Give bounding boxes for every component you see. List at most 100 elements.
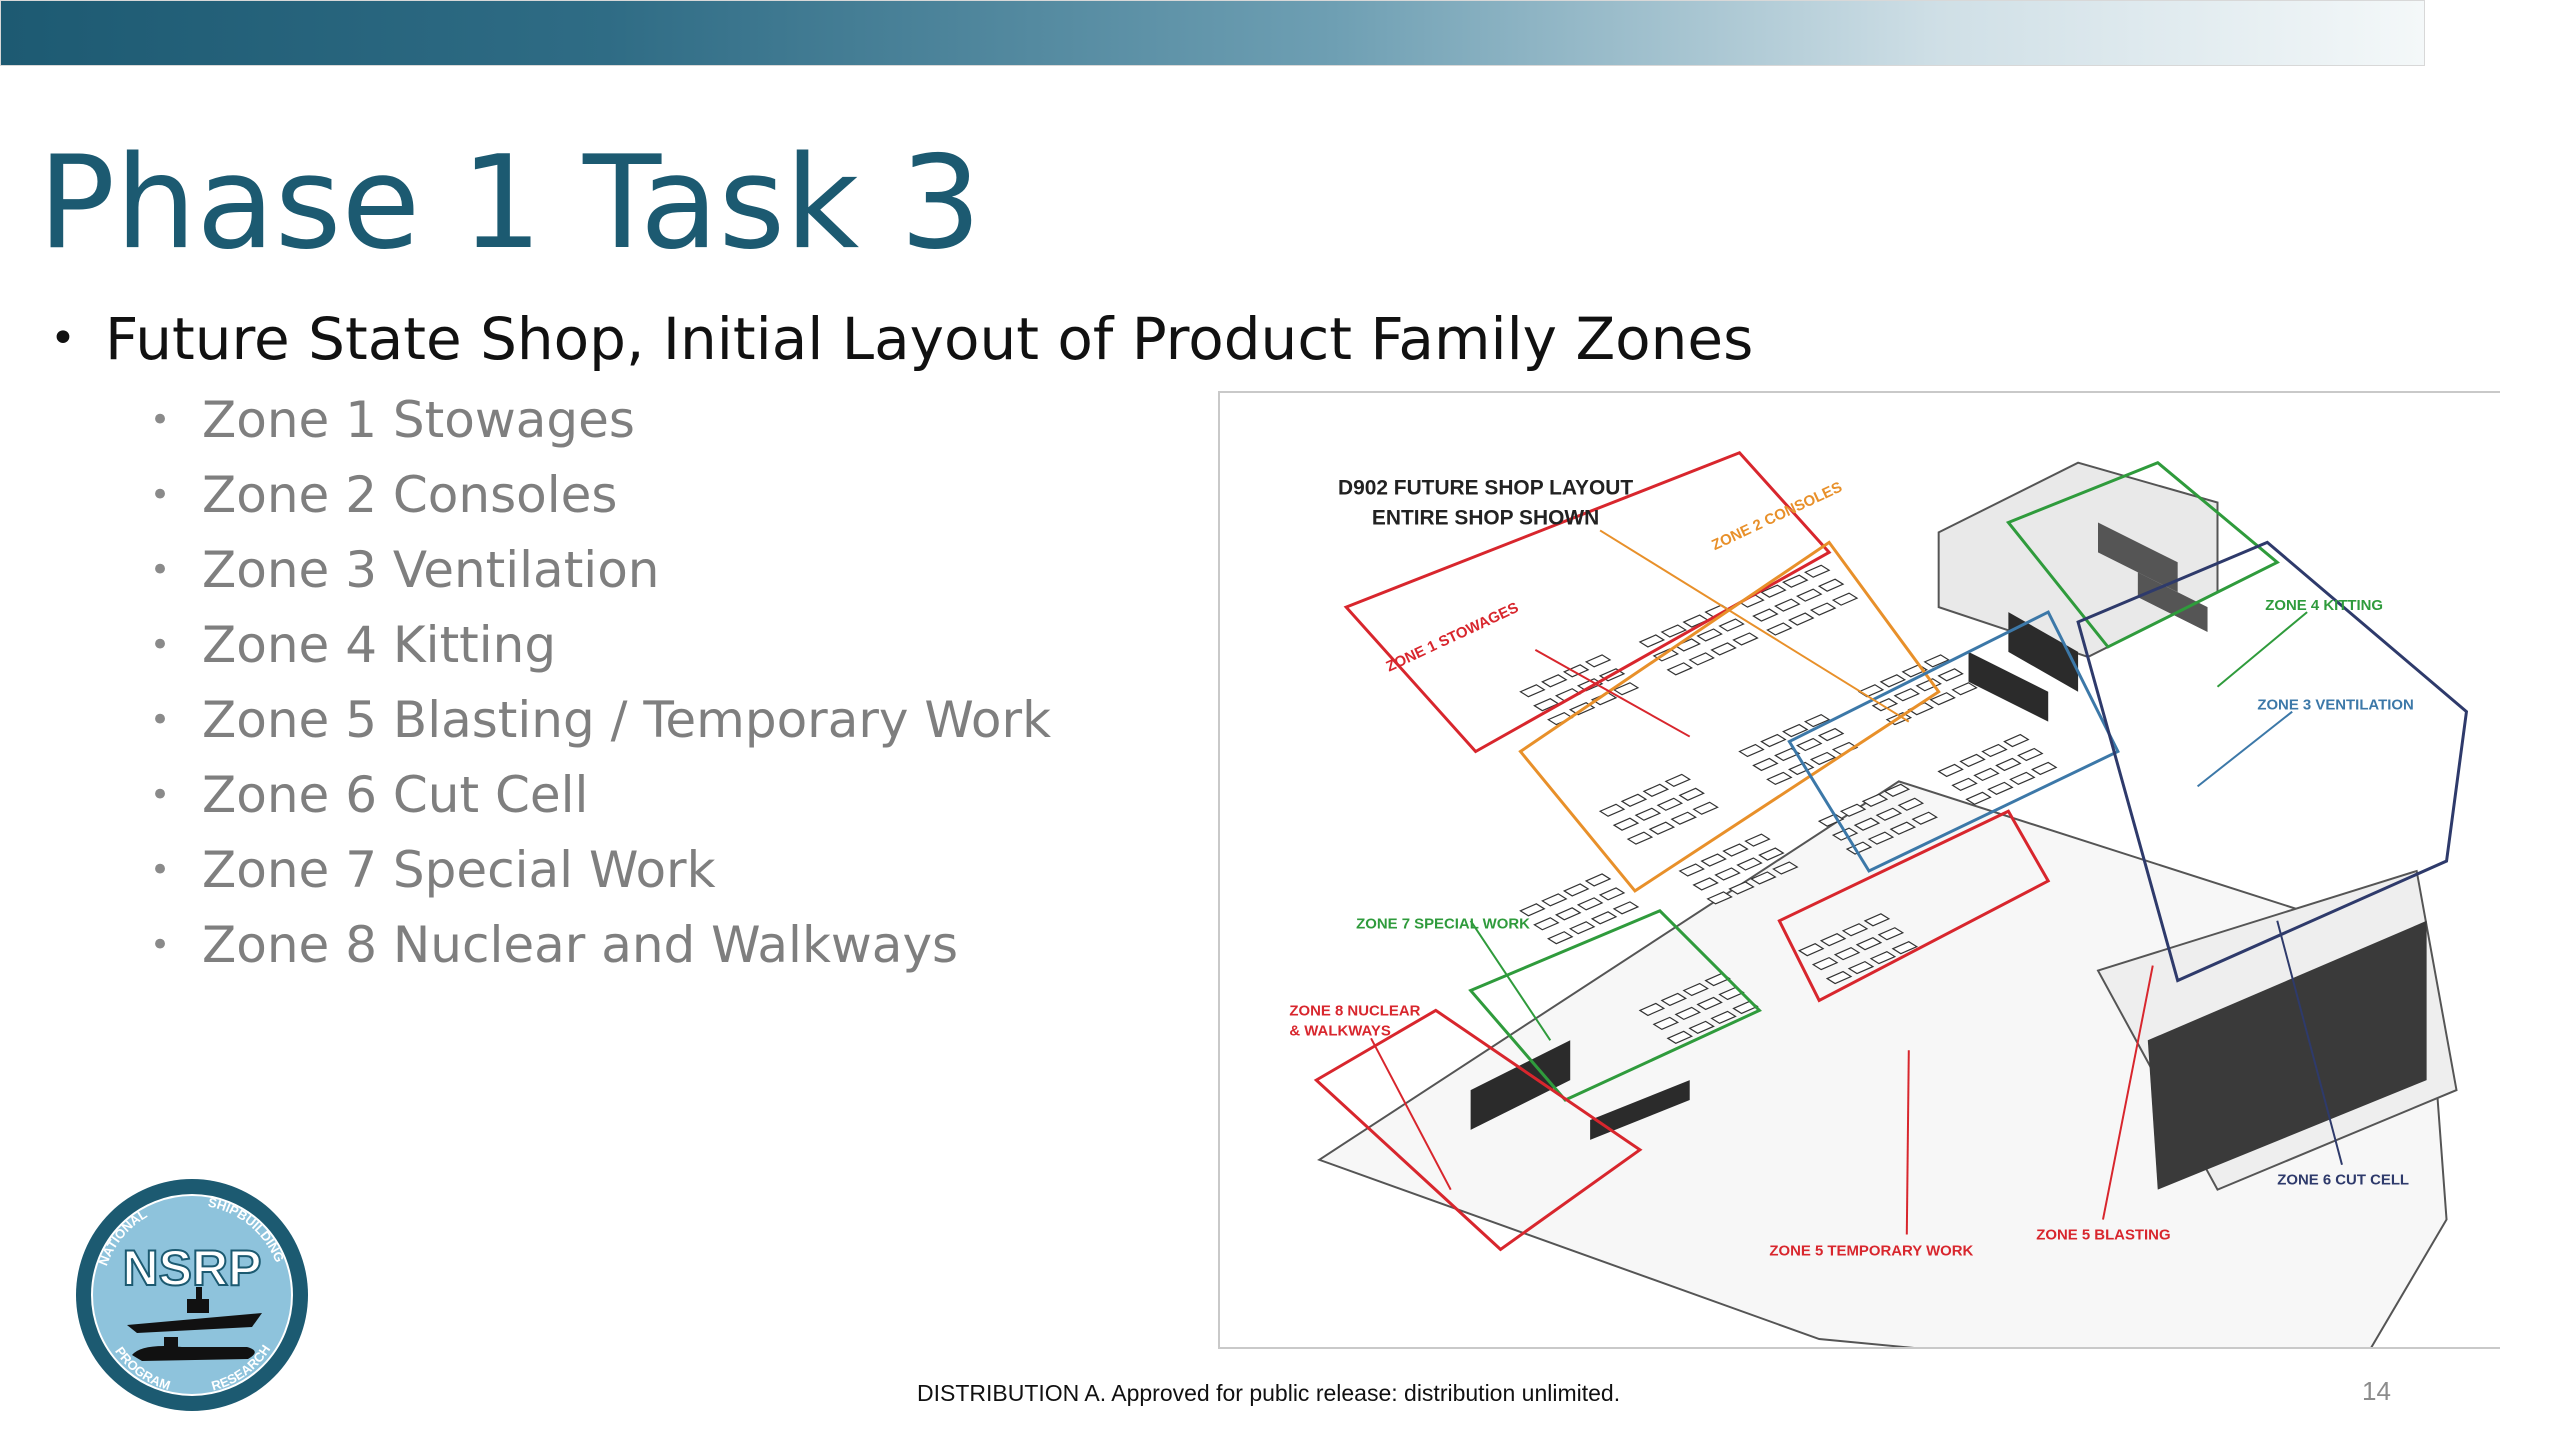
zone4-label: ZONE 4 KITTING (2265, 597, 2383, 614)
workstation-shape (1692, 877, 1719, 891)
workstation-shape (1795, 737, 1823, 752)
workstation-shape (1911, 811, 1938, 825)
workstation-shape (1929, 692, 1956, 706)
workstation-shape (1923, 654, 1950, 668)
workstation-shape (1831, 592, 1859, 606)
workstation-shape (1995, 757, 2022, 772)
sub-bullet-text: Zone 5 Blasting / Temporary Work (202, 690, 1052, 749)
workstation-shape (1965, 791, 1992, 805)
bullet-item: • Future State Shop, Initial Layout of P… (50, 310, 1753, 982)
slide-title: Phase 1 Task 3 (38, 129, 982, 278)
sub-bullet-item: • Zone 5 Blasting / Temporary Work (50, 682, 1753, 757)
zone5-temporary-label: ZONE 5 TEMPORARY WORK (1769, 1242, 1973, 1259)
workstation-shape (2003, 733, 2030, 748)
workstation-shape (1839, 803, 1867, 817)
workstation-shape (1554, 907, 1582, 921)
workstation-shape (2009, 771, 2036, 786)
workstation-shape (1541, 893, 1568, 907)
sub-bullet-dot-icon: • (150, 624, 171, 665)
workstation-shape (1877, 927, 1905, 941)
zone2-outline (1518, 540, 1941, 893)
zone8-leader (1370, 1037, 1452, 1191)
workstation-shape (1853, 817, 1881, 831)
workstation-shape (1981, 743, 2008, 758)
zone8-label-line2: & WALKWAYS (1289, 1022, 1390, 1039)
workstation-shape (1541, 674, 1568, 688)
zone6-leader (2276, 920, 2343, 1166)
sub-bullet-item: •Zone 8 Nuclear and Walkways (50, 907, 1753, 982)
workstation-shape (1634, 807, 1662, 821)
sub-bullet-item: •Zone 6 Cut Cell (50, 757, 1753, 832)
workstation-shape (1871, 698, 1899, 712)
zone5-outline (1777, 809, 2051, 1003)
workstation-shape (1951, 777, 1978, 792)
workstation-shape (1674, 638, 1701, 652)
workstation-shape (1819, 933, 1847, 947)
workstation-shape (1738, 743, 1765, 758)
zone2-label: ZONE 2 CONSOLES (1709, 479, 1845, 554)
zone4-outline (2005, 460, 2280, 649)
workstation-shape (1642, 783, 1670, 797)
workstation-shape (1973, 767, 2000, 782)
workstation-shape (1590, 911, 1618, 925)
workstation-shape (1875, 807, 1903, 821)
workstation-shape (1682, 982, 1709, 997)
workstation-shape (1612, 901, 1640, 915)
workstation-shape (1845, 841, 1873, 855)
zone3-leader (2196, 710, 2293, 788)
zone6-outline (2076, 540, 2469, 983)
workstation-shape (1612, 682, 1640, 696)
workstation-shape (1568, 921, 1596, 935)
workstation-shape (1732, 632, 1759, 646)
distribution-footer: DISTRIBUTION A. Approved for public rele… (917, 1380, 1621, 1406)
workstation-shape (1788, 761, 1815, 776)
sub-bullet-item: •Zone 1 Stowages (50, 382, 1753, 457)
workstation-shape (1696, 996, 1723, 1011)
workstation-shape (1937, 763, 1964, 778)
zone2-leader (1599, 529, 1910, 723)
workstation-shape (1584, 873, 1612, 887)
workstation-shape (1855, 937, 1883, 951)
workstation-shape (1674, 1006, 1701, 1021)
ship-silhouette-icon (127, 1287, 262, 1361)
workstation-shape (1660, 624, 1688, 638)
header-gradient-bar (0, 0, 2425, 66)
workstation-shape (1519, 684, 1546, 698)
workstation-shape (1861, 793, 1889, 807)
workstation-shape (1666, 662, 1693, 676)
sub-bullet-dot-icon: • (150, 699, 171, 740)
sub-bullet-text: Zone 2 Consoles (202, 465, 618, 524)
zone3-label: ZONE 3 VENTILATION (2257, 697, 2413, 714)
workstation-shape (1752, 608, 1779, 622)
workstation-shape (1766, 622, 1793, 636)
zone5-temporary-leader (1905, 1050, 1910, 1235)
workstation-shape (1867, 831, 1895, 845)
workstation-shape (1722, 843, 1749, 857)
workstation-shape (1951, 682, 1978, 696)
sub-bullet-dot-icon: • (150, 924, 171, 965)
workstation-shape (1688, 652, 1715, 666)
workstation-shape (1889, 821, 1917, 835)
workstation-shape (1533, 698, 1560, 712)
zone5-blasting-label: ZONE 5 BLASTING (2036, 1226, 2170, 1243)
workstation-shape (1533, 917, 1560, 931)
workstation-shape (1584, 654, 1612, 668)
sub-bullet-dot-icon: • (150, 399, 171, 440)
workstation-shape (1795, 588, 1823, 602)
zone1-leader (1534, 649, 1691, 738)
workstation-shape (1863, 913, 1891, 927)
sub-bullet-item: •Zone 4 Kitting (50, 607, 1753, 682)
workstation-shape (1598, 803, 1626, 817)
figure-title-line2: ENTIRE SHOP SHOWN (1372, 506, 1599, 529)
sub-bullet-list: •Zone 1 Stowages •Zone 2 Consoles •Zone … (50, 382, 1753, 982)
zone1-outline (1343, 450, 1832, 754)
workstation-shape (1664, 773, 1691, 788)
figure-title-line1: D902 FUTURE SHOP LAYOUT (1338, 477, 1633, 500)
workstation-shape (1774, 598, 1801, 612)
workstation-shape (1766, 771, 1793, 786)
workstation-shape (1937, 668, 1964, 682)
workstation-shape (1678, 787, 1705, 801)
zone6-label: ZONE 6 CUT CELL (2277, 1172, 2409, 1189)
workstation-shape (1620, 793, 1648, 807)
zone8-outline (1313, 1008, 1643, 1252)
